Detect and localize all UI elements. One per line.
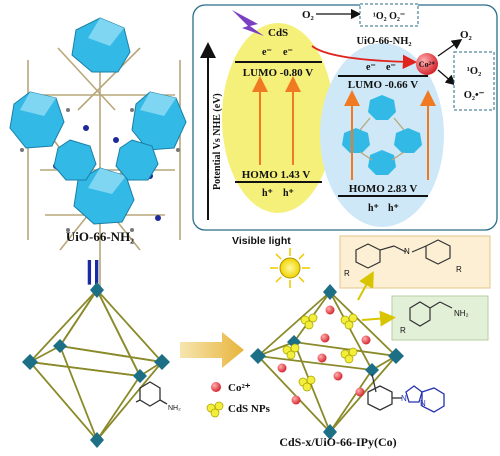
amine-box [391, 295, 489, 341]
product-label: CdS-x/UiO-66-IPy(Co) [279, 435, 396, 449]
o2-right: O₂ [460, 29, 473, 41]
potential-axis-label: Potential Vs NHE (eV) [212, 93, 223, 190]
uio-cluster-art [342, 95, 422, 175]
cds-nanoparticles [282, 313, 358, 392]
mof-name: UiO-66-NH₂ [66, 229, 134, 244]
cds-lumo-label: LUMO -0.80 V [243, 67, 313, 79]
co-badge [416, 53, 438, 75]
arrow-from-amine [361, 310, 396, 327]
ros-arrow [437, 69, 456, 86]
legend-cds-symbol [206, 401, 224, 418]
uio-label: UiO-66-NH₂ [356, 36, 411, 47]
cds-homo-label: HOMO 1.43 V [242, 169, 311, 181]
co-badge-label: Co²⁺ [419, 60, 435, 69]
imine-r2: R [456, 265, 462, 274]
visible-light-label: Visible light [232, 235, 291, 247]
amine-nh2: NH₂ [454, 309, 469, 318]
legend-co-symbol [211, 382, 221, 392]
arrow-to-imine [357, 270, 374, 301]
imine-structure [355, 239, 451, 269]
uio-electron-2: e⁻ [386, 62, 396, 73]
zr-cluster-left [9, 91, 65, 149]
o2-top: O₂ [302, 9, 315, 21]
cds-hole-2: h⁺ [283, 188, 294, 199]
lightning-bolt-icon [232, 10, 264, 36]
uio-band-region [320, 43, 444, 227]
octahedron-product [250, 284, 404, 440]
uio-lumo-label: LUMO -0.66 V [348, 79, 418, 91]
ros-box [453, 51, 495, 111]
uio-hole-2: h⁺ [388, 203, 399, 214]
aminophenyl-group [135, 381, 168, 407]
equivalence-sign: || [86, 255, 101, 285]
cds-electron-1: e⁻ [262, 47, 272, 58]
uio-homo-label: HOMO 2.83 V [349, 183, 418, 195]
cds-electron-2: e⁻ [283, 47, 293, 58]
sun-icon [270, 248, 310, 288]
amine-r: R [400, 326, 406, 335]
zr-cluster-right [131, 91, 187, 151]
uio-hole-1: h⁺ [368, 203, 379, 214]
n2-label: N [420, 399, 426, 408]
mof-structure [9, 17, 187, 295]
zr-cluster-top [71, 17, 131, 73]
octahedron-left [22, 282, 170, 448]
band-diagram-panel: Potential Vs NHE (eV) LUMO -0.80 V HOMO … [192, 3, 498, 231]
co-ions [277, 305, 371, 405]
cds-band-region [222, 23, 334, 213]
singlet-o2-top: ¹O₂ O₂⁻ [373, 11, 405, 22]
electron-transfer-arrow [311, 45, 418, 70]
transformation-arrow [180, 332, 244, 368]
nh2-label: NH₂ [168, 405, 181, 412]
legend-cds: CdS NPs [228, 403, 271, 415]
imine-n: N [404, 247, 410, 256]
n-label: N [401, 394, 407, 403]
zr-cluster-bottom [73, 167, 135, 225]
singlet-o2-right: ¹O₂ [467, 66, 481, 77]
uio-electron-1: e⁻ [366, 62, 376, 73]
cds-label: CdS [268, 27, 288, 39]
superoxide-right: O₂•⁻ [464, 90, 485, 101]
legend-co: Co²⁺ [228, 382, 251, 394]
imine-r1: R [344, 269, 350, 278]
singlet-o2-box [359, 3, 419, 27]
imidazopyridine-group [367, 373, 445, 413]
zr-cluster-lower [53, 139, 159, 181]
amine-structure [409, 301, 453, 327]
o2-right-arrow [437, 39, 463, 57]
imine-product-box [339, 235, 491, 289]
cds-hole-1: h⁺ [262, 188, 273, 199]
